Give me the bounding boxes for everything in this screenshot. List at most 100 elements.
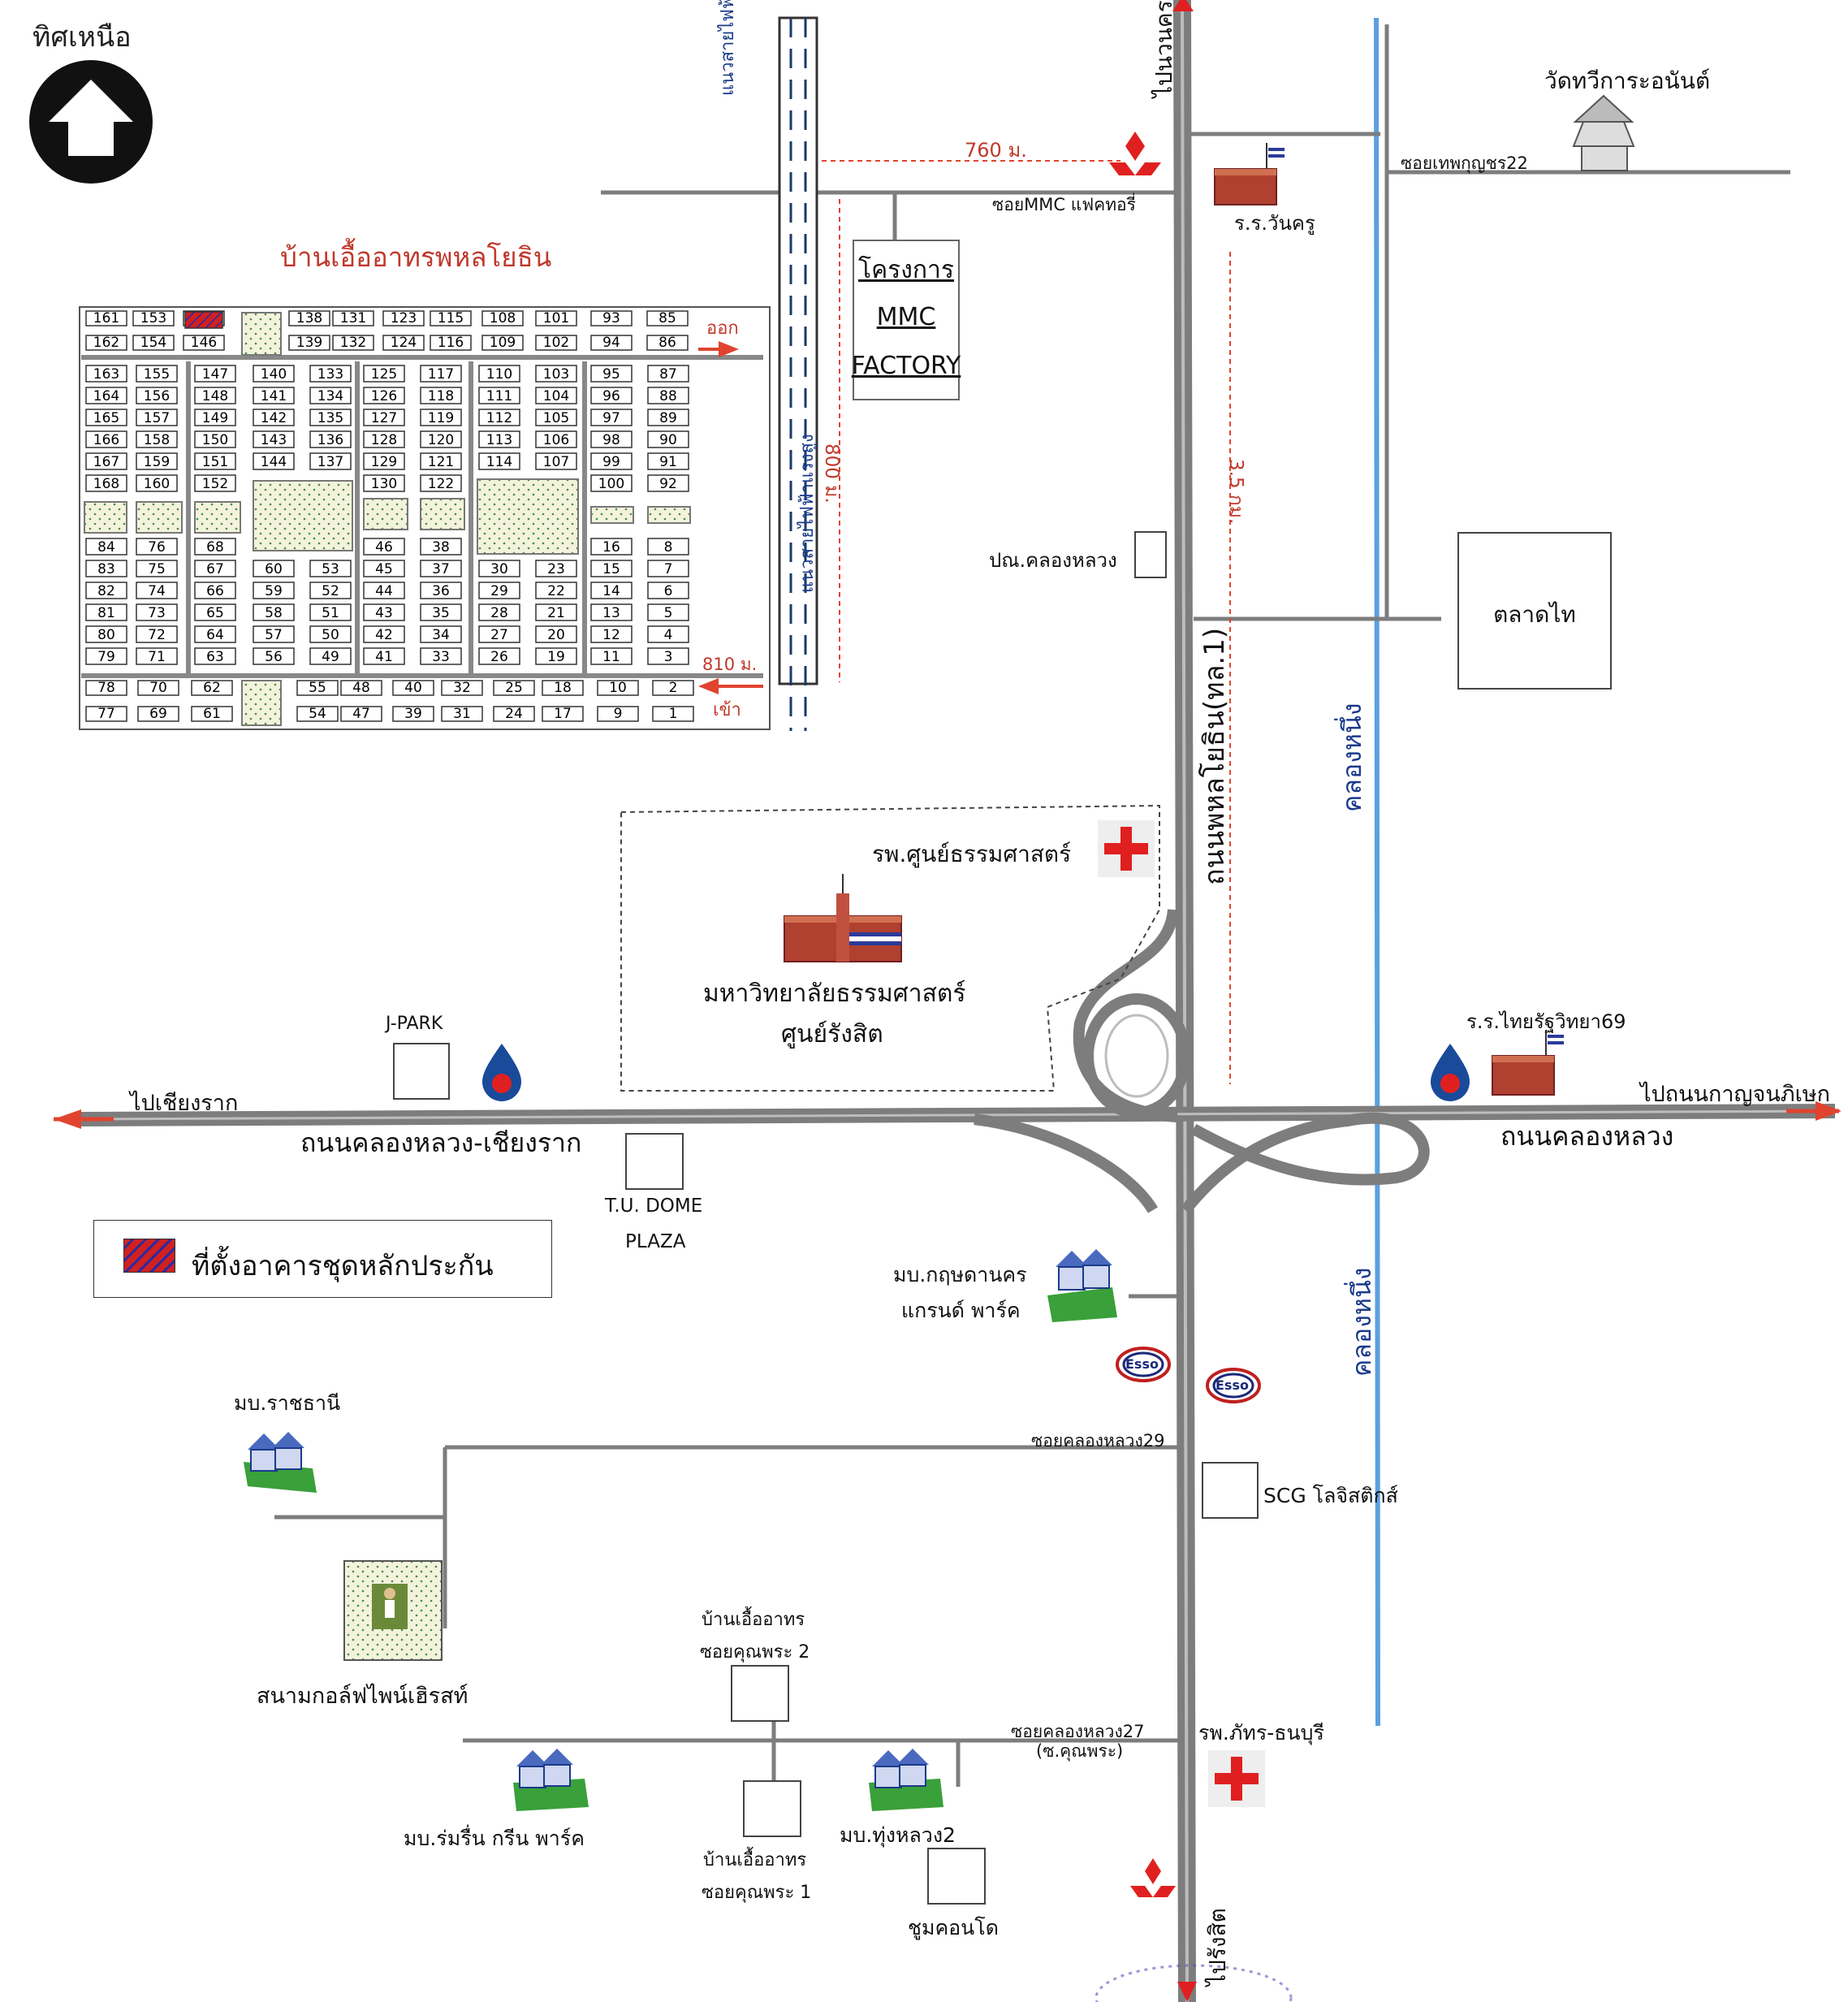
post-office-box bbox=[1134, 531, 1167, 578]
lot-number: 68 bbox=[206, 539, 224, 556]
lot-number: 124 bbox=[391, 335, 417, 351]
lot-box bbox=[597, 680, 639, 696]
krit-label-1: มบ.กฤษดานคร bbox=[893, 1263, 1027, 1286]
lot-number: 36 bbox=[432, 583, 450, 599]
lot-number: 130 bbox=[371, 476, 397, 492]
lot-box bbox=[535, 335, 577, 351]
chum-box bbox=[927, 1848, 986, 1905]
lot-number: 156 bbox=[144, 388, 170, 404]
lot-number: 4 bbox=[664, 627, 673, 643]
lot-number: 49 bbox=[322, 649, 339, 665]
lot-number: 139 bbox=[296, 335, 322, 351]
school-thai-icon bbox=[1492, 1030, 1564, 1096]
lot-box bbox=[590, 409, 633, 426]
lot-number: 42 bbox=[375, 627, 393, 643]
lot-box bbox=[340, 680, 382, 696]
lot-number: 122 bbox=[428, 476, 454, 492]
lot-box bbox=[194, 625, 236, 643]
lot-number: 64 bbox=[206, 627, 224, 643]
lot-box bbox=[85, 474, 127, 492]
lot-box bbox=[590, 365, 633, 383]
lot-number: 10 bbox=[609, 680, 627, 696]
lot-number: 83 bbox=[97, 561, 115, 577]
lot-number: 63 bbox=[206, 649, 224, 665]
tungluang-label: มบ.ทุ่งหลวง2 bbox=[840, 1823, 956, 1847]
rachathani-label: มบ.ราชธานี bbox=[234, 1391, 341, 1415]
lot-box bbox=[647, 560, 689, 577]
lot-number: 158 bbox=[144, 432, 170, 448]
lot-box bbox=[363, 430, 405, 448]
university-label-2: ศูนย์รังสิต bbox=[781, 1020, 883, 1049]
canal-label-south: คลองหนึ่ง bbox=[1346, 1267, 1377, 1377]
lot-box bbox=[191, 680, 233, 696]
lot-number: 148 bbox=[202, 388, 228, 404]
university-icon bbox=[784, 874, 902, 962]
north-arrow-head bbox=[1172, 0, 1194, 11]
lot-number: 15 bbox=[602, 561, 620, 577]
lot-box bbox=[535, 365, 577, 383]
lot-number: 35 bbox=[432, 605, 450, 621]
lot-box bbox=[420, 603, 462, 621]
legend-swatch bbox=[123, 1239, 175, 1273]
lot-box bbox=[590, 560, 633, 577]
lot-box bbox=[332, 310, 374, 326]
lot-number: 40 bbox=[404, 680, 422, 696]
south-arrow-head bbox=[1177, 1982, 1197, 2002]
lot-box bbox=[535, 560, 577, 577]
lot-number: 11 bbox=[602, 649, 620, 665]
lot-number: 23 bbox=[547, 561, 565, 577]
ua2-label-2: ซอยคุณพระ 2 bbox=[700, 1642, 810, 1663]
hospital-pat-icon bbox=[1208, 1750, 1265, 1807]
lot-box bbox=[85, 335, 127, 351]
lot-box bbox=[535, 452, 577, 470]
lot-number: 75 bbox=[148, 561, 166, 577]
exit-arrow bbox=[719, 341, 739, 357]
lot-box bbox=[309, 387, 352, 404]
lot-box bbox=[194, 452, 236, 470]
lot-box bbox=[647, 452, 689, 470]
tu-campus-boundary bbox=[620, 804, 1160, 1092]
lot-number: 27 bbox=[490, 627, 508, 643]
golf-course-icon bbox=[343, 1560, 443, 1661]
lot-number: 34 bbox=[432, 627, 450, 643]
lot-box bbox=[309, 603, 352, 621]
lot-number: 37 bbox=[432, 561, 450, 577]
lot-number: 70 bbox=[149, 680, 167, 696]
lot-number: 2 bbox=[669, 680, 678, 696]
lot-box bbox=[85, 706, 127, 722]
school-wankru-icon bbox=[1214, 143, 1285, 205]
lot-box bbox=[420, 430, 462, 448]
wat-label: วัดทวีการะอนันต์ bbox=[1544, 67, 1711, 94]
lot-box bbox=[420, 625, 462, 643]
lot-number: 21 bbox=[547, 605, 565, 621]
lot-box bbox=[136, 452, 178, 470]
lot-box bbox=[288, 335, 330, 351]
lot-box bbox=[535, 625, 577, 643]
lot-box bbox=[253, 603, 295, 621]
lot-number: 17 bbox=[554, 706, 572, 722]
lot-box bbox=[136, 603, 178, 621]
lot-box bbox=[253, 452, 295, 470]
lot-number: 160 bbox=[144, 476, 170, 492]
housing-icon-rachathani bbox=[244, 1432, 317, 1493]
lot-box bbox=[535, 430, 577, 448]
lot-number: 96 bbox=[602, 388, 620, 404]
lot-number: 54 bbox=[309, 706, 326, 722]
lot-number: 65 bbox=[206, 605, 224, 621]
lot-number: 55 bbox=[309, 680, 326, 696]
lot-number: 127 bbox=[371, 410, 397, 426]
lot-number: 8 bbox=[664, 539, 673, 556]
lot-number: 119 bbox=[428, 410, 454, 426]
lot-number: 104 bbox=[543, 388, 569, 404]
lot-number: 92 bbox=[659, 476, 677, 492]
enter-label: เข้า bbox=[713, 700, 741, 720]
lot-number: 76 bbox=[148, 539, 166, 556]
lot-number: 107 bbox=[543, 454, 569, 470]
lot-number: 151 bbox=[202, 454, 228, 470]
lot-number: 25 bbox=[505, 680, 523, 696]
lot-number: 164 bbox=[93, 388, 119, 404]
side-roads bbox=[274, 24, 1790, 1787]
lot-number: 128 bbox=[371, 432, 397, 448]
lot-box bbox=[590, 582, 633, 599]
